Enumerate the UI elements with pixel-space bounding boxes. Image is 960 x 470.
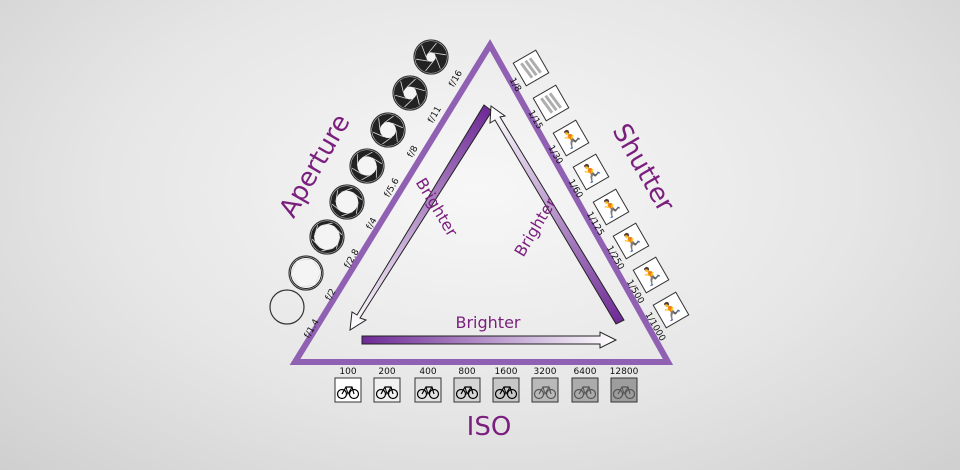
brighter-arrow-shutter <box>489 105 625 325</box>
shutter-speed-icon <box>532 84 570 122</box>
iso-title: ISO <box>467 412 512 442</box>
iso-bicycle-icon <box>492 377 520 403</box>
iso-value-label: 100 <box>339 367 356 377</box>
iso-bicycle-icon <box>531 377 559 403</box>
aperture-icon <box>288 255 324 291</box>
iso-bicycle-icon <box>414 377 442 403</box>
iso-bicycle-icon <box>373 377 401 403</box>
iso-value-label: 200 <box>378 367 395 377</box>
brighter-arrow-iso <box>361 331 618 349</box>
aperture-icon <box>349 148 385 184</box>
iso-bicycle-icon <box>334 377 362 403</box>
aperture-icon <box>370 112 406 148</box>
aperture-icon <box>309 219 345 255</box>
exposure-triangle <box>289 39 674 365</box>
shutter-speed-icon: 🏃 <box>612 222 650 260</box>
iso-value-label: 800 <box>458 367 475 377</box>
iso-value-label: 400 <box>419 367 436 377</box>
iso-bicycle-icon <box>571 377 599 403</box>
brighter-label-shutter: Brighter <box>510 194 560 260</box>
iso-value-label: 12800 <box>610 367 639 377</box>
iso-value-label: 1600 <box>495 367 518 377</box>
shutter-speed-label: 1/8 <box>507 76 523 94</box>
iso-value-label: 3200 <box>534 367 557 377</box>
iso-value-label: 6400 <box>574 367 597 377</box>
brighter-label-iso: Brighter <box>456 313 521 332</box>
aperture-icon <box>329 184 365 220</box>
iso-bicycle-icon <box>453 377 481 403</box>
brighter-arrow-aperture <box>349 104 493 331</box>
shutter-speed-icon <box>512 49 550 87</box>
aperture-icon <box>269 289 305 325</box>
aperture-icon <box>413 39 449 75</box>
iso-bicycle-icon <box>610 377 638 403</box>
aperture-icon <box>392 75 428 111</box>
